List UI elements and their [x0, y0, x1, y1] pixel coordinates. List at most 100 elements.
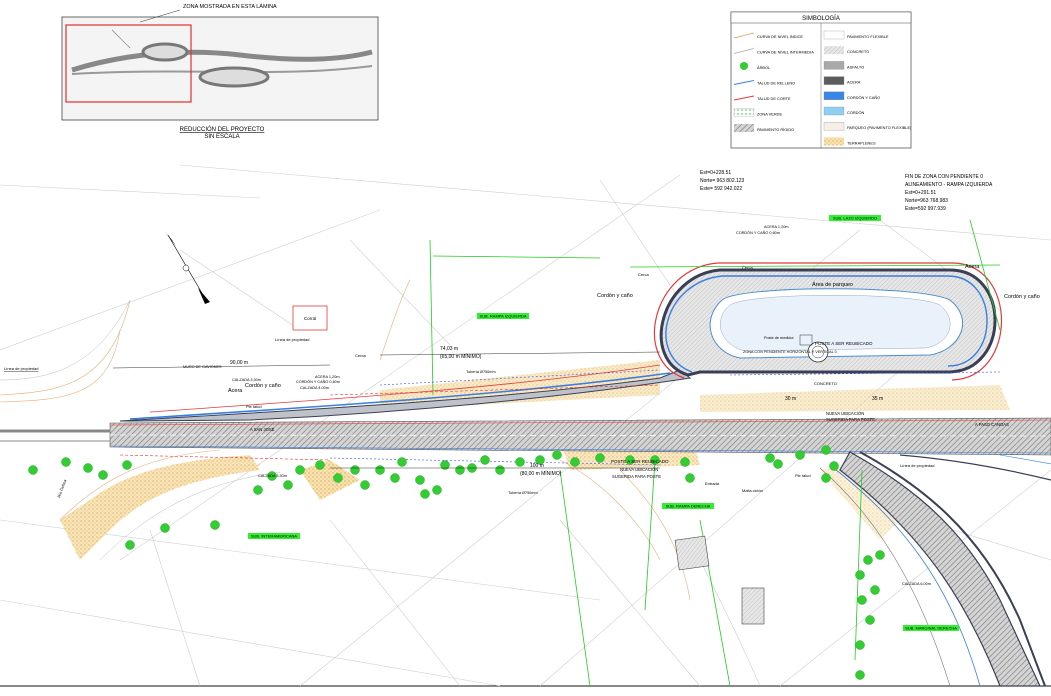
- a-san-jose: A SAN JOSÉ: [250, 427, 275, 432]
- tree-icon: [865, 615, 875, 625]
- legend-label: ASFALTO: [847, 64, 864, 69]
- legend-row: PAVIMENTO FLEXIBLE: [823, 30, 889, 40]
- tag-rampa-derecha: SUB. RAMPA DERECHA: [666, 504, 711, 509]
- cerca-2: Cerca: [742, 265, 753, 270]
- linea-propiedad-3: Línea de propiedad: [900, 463, 934, 468]
- coord-end-5: Este=592 997.939: [905, 206, 946, 212]
- annotations: Est=0+228.51 Norte= 963 802.123 Este= 59…: [4, 170, 1040, 586]
- legend-label: TALUD DE RELLENO: [757, 81, 795, 86]
- tree-icon: [650, 455, 660, 465]
- cordon-060: CORDÓN Y CAÑO 0,60m: [296, 379, 340, 384]
- key-map-title: REDUCCIÓN DEL PROYECTO: [180, 126, 265, 133]
- zona-pendiente: ZONA CON PENDIENTE HORIZONTAL Y VERTICAL…: [743, 350, 837, 354]
- tree-icon: [420, 489, 430, 499]
- malla-ciclon: Malla ciclón: [742, 488, 763, 493]
- coord-start-3: Este= 592 942.022: [700, 186, 742, 192]
- legend-label: CORDÓN Y CAÑO: [847, 95, 880, 100]
- tree-icon: [552, 450, 562, 460]
- tree-icon: [855, 570, 865, 580]
- tree-icon: [125, 540, 135, 550]
- acera-120: ACERA 1,20m: [315, 375, 339, 379]
- legend-label: TERRAPLENES: [847, 140, 876, 145]
- area-parqueo-label: Área de parqueo: [812, 281, 853, 288]
- tree-icon: [415, 475, 425, 485]
- tree-icon: [821, 445, 831, 455]
- legend-label: CORDÓN: [847, 110, 864, 115]
- tree-icon: [315, 460, 325, 470]
- key-map-caption: ZONA MOSTRADA EN ESTA LÁMINA: [183, 3, 277, 10]
- calzada-1: CALZADA 3,30m: [232, 378, 261, 382]
- calzada-2: CALZADA 4,00m: [300, 386, 329, 390]
- tree-icon: [773, 459, 783, 469]
- corral: [292, 305, 328, 331]
- nueva-ubicacion-2b: SUGERIDA PARA POSTE: [612, 474, 661, 479]
- muro-gaviones: MURO DE GAVIONES: [183, 365, 222, 369]
- pie-talud-2: Pie talud: [795, 473, 811, 478]
- legend-label: ÁRBOL: [757, 65, 771, 70]
- coord-end-2: ALINEAMIENTO - RAMPA IZQUIERDA: [905, 182, 993, 188]
- coord-end-4: Norte=963 768.983: [905, 198, 948, 204]
- legend-label: CURVA DE NIVEL ÍNDICE: [757, 34, 803, 39]
- legend-row: ACERA: [823, 76, 861, 85]
- tree-icon: [480, 455, 490, 465]
- legend-label: TALUD DE CORTE: [757, 96, 791, 101]
- linea-propiedad: Línea de propiedad: [4, 366, 38, 371]
- tree-icon: [765, 453, 775, 463]
- tree-icon: [455, 465, 465, 475]
- tree-icon: [295, 465, 305, 475]
- tree-icon: [515, 457, 525, 467]
- legend-row: CURVA DE NIVEL INTERMEDIA: [733, 48, 814, 55]
- linea-propiedad-2: Línea de propiedad: [275, 337, 309, 342]
- green-conduits: [429, 219, 1001, 687]
- legend-label: PAVIMENTO RÍGIDO: [757, 127, 794, 132]
- legend-label: CONCRETO: [847, 49, 869, 54]
- poste-reubicado-1: POSTE A SER REUBICADO: [815, 341, 873, 346]
- key-map: ZONA MOSTRADA EN ESTA LÁMINA REDUCCIÓN D…: [61, 3, 379, 140]
- tree-icon: [855, 640, 865, 650]
- north-arrow-icon: [165, 232, 210, 304]
- tree-icon: [122, 460, 132, 470]
- tree-icon: [595, 453, 605, 463]
- dim-100: 100 m: [530, 463, 544, 469]
- tree-icon: [350, 465, 360, 475]
- tree-icon: [795, 450, 805, 460]
- tree-icon: [680, 457, 690, 467]
- tree-icon: [685, 473, 695, 483]
- tree-icon: [267, 471, 277, 481]
- legend-label: ZONA VERDE: [757, 112, 782, 117]
- cerca-3: Cerca: [638, 272, 649, 277]
- tree-icon: [61, 457, 71, 467]
- cordon-label-2: Cordón y caño: [245, 383, 281, 389]
- dim-30: 30 m: [785, 396, 796, 402]
- coord-end-1: FIN DE ZONA CON PENDIENTE 0: [905, 174, 983, 180]
- right-ramp: [839, 451, 1041, 687]
- legend-row: CORDÓN: [823, 106, 864, 116]
- calzada-3: CALZADA 3,30m: [258, 474, 287, 478]
- tag-marginal-derecha: SUB. MARGINAL DERECHA: [905, 626, 957, 631]
- legend-row: CORDÓN Y CAÑO: [823, 91, 880, 100]
- tree-icon: [160, 523, 170, 533]
- tree-icon: [397, 457, 407, 467]
- tree-icon: [495, 465, 505, 475]
- acera-label-2: Acera: [228, 388, 243, 394]
- cordon-label-3: Cordón y caño: [1004, 294, 1040, 300]
- nueva-ubicacion-1a: NUEVA UBICACIÓN: [826, 411, 864, 416]
- entrada: Entrada: [705, 481, 720, 486]
- tree-icon: [28, 465, 38, 475]
- coord-start-2: Norte= 963 802.123: [700, 178, 745, 184]
- key-map-subtitle: SIN ESCALA: [204, 134, 239, 140]
- legend-row: TALUD DE RELLENO: [733, 80, 795, 86]
- dim-35: 35 m: [872, 396, 883, 402]
- tree-icon: [440, 460, 450, 470]
- legend-row: CONCRETO: [824, 46, 869, 55]
- cordon-label-1: Cordón y caño: [597, 293, 633, 299]
- calzada-4: CALZADA 6,00m: [902, 582, 931, 586]
- nueva-ubicacion-2a: NUEVA UBICACIÓN: [620, 467, 658, 472]
- legend-label: PARQUEO (PAVIMENTO FLEXIBLE): [847, 125, 912, 130]
- tree-icon: [253, 485, 263, 495]
- tree-icon: [333, 473, 343, 483]
- svg-text:Corral: Corral: [304, 316, 316, 321]
